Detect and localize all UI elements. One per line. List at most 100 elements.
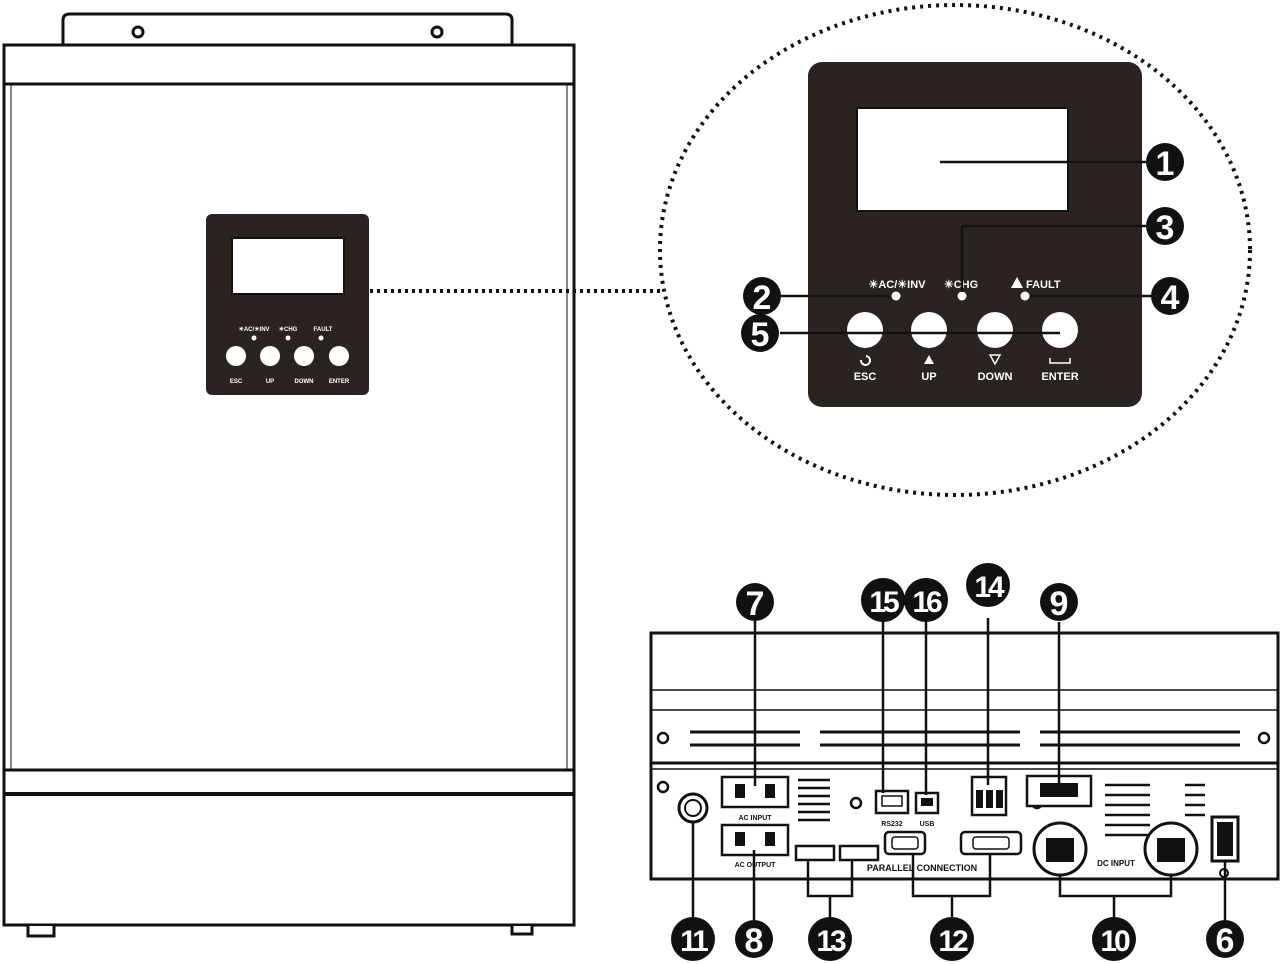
led-fault (1020, 291, 1030, 301)
current-share-port-left[interactable] (794, 844, 836, 862)
vent-slots-lower (798, 778, 1205, 837)
down-label-small: DOWN (295, 379, 314, 385)
up-label: UP (921, 371, 936, 383)
usb-port-inner (921, 798, 933, 806)
lcd-screen-small (231, 237, 345, 295)
dry-contact-slot-2 (986, 790, 993, 808)
svg-text:15: 15 (869, 586, 899, 619)
ac-output-slot-2 (765, 832, 775, 846)
front-leader-lines (780, 160, 1152, 335)
rs232-port-inner (881, 795, 903, 807)
svg-text:9: 9 (1050, 585, 1069, 623)
up-button[interactable] (911, 312, 947, 348)
rs232-port[interactable] (874, 789, 910, 815)
led-fault-small (318, 335, 324, 341)
svg-text:2: 2 (753, 279, 772, 317)
vent-slots-top (690, 730, 1240, 747)
front-control-panel-small: ☀AC/☀INV ☀CHG FAULT ESC UP DOWN ENTER (206, 214, 369, 395)
bracket-hole-right (430, 25, 444, 39)
callout-badge-15: 15 (861, 578, 905, 622)
esc-button[interactable] (847, 312, 883, 348)
svg-text:12: 12 (938, 925, 968, 958)
led-ac-inv-small (251, 335, 257, 341)
parallel-connection-label: PARALLEL CONNECTION (867, 863, 977, 873)
callout-badge-4: 4 (1151, 277, 1189, 317)
zoom-circle-dotted (658, 3, 1252, 497)
foot-right (510, 926, 534, 936)
enter-button-small[interactable] (329, 346, 349, 366)
usb-label: USB (920, 821, 935, 828)
svg-text:8: 8 (745, 922, 764, 960)
svg-text:14: 14 (974, 571, 1005, 604)
callout-badge-7: 7 (736, 583, 774, 623)
input-breaker-knob-inner (684, 799, 702, 817)
svg-text:16: 16 (912, 586, 942, 619)
screw-icon-ml (656, 780, 670, 794)
svg-text:5: 5 (751, 316, 770, 354)
callout-badge-10: 10 (1092, 917, 1136, 961)
callout-badge-8: 8 (735, 920, 773, 960)
current-share-port-right[interactable] (838, 844, 880, 862)
screw-icon-tr (1257, 731, 1271, 745)
callout-badge-3: 3 (1146, 207, 1184, 247)
ac-input-slot-2 (765, 784, 775, 798)
led-chg-small (285, 335, 291, 341)
esc-button-small[interactable] (226, 346, 246, 366)
enter-label: ENTER (1041, 371, 1078, 383)
callout-badge-13: 13 (808, 917, 852, 961)
callout-badge-12: 12 (930, 917, 974, 961)
callout-badge-11: 11 (671, 917, 715, 961)
led-label-ac-inv: ☀AC/☀INV (868, 279, 926, 291)
ac-output-slot-1 (735, 832, 745, 846)
svg-text:10: 10 (1100, 925, 1130, 958)
esc-label-small: ESC (230, 379, 243, 385)
led-label-fault: FAULT (1026, 279, 1061, 291)
led-ac-inv (891, 291, 901, 301)
screw-icon-tl (656, 731, 670, 745)
rs232-label: RS232 (881, 821, 903, 828)
svg-text:4: 4 (1161, 279, 1180, 317)
svg-text:7: 7 (746, 585, 765, 623)
esc-label: ESC (854, 371, 877, 383)
up-label-small: UP (266, 379, 274, 385)
dc-input-right-core (1157, 838, 1185, 862)
down-button-small[interactable] (294, 346, 314, 366)
ac-output-label: AC OUTPUT (735, 862, 777, 869)
output-terminal-9-slot (1040, 783, 1078, 797)
power-switch-rocker (1217, 822, 1233, 856)
led-label-ac-inv-small: ☀AC/☀INV (238, 326, 269, 333)
lcd-screen-zoom (856, 107, 1069, 212)
svg-text:1: 1 (1156, 145, 1175, 183)
callout-badge-1: 1 (1146, 143, 1184, 183)
callout-badge-2: 2 (743, 277, 781, 317)
enter-button[interactable] (1042, 312, 1078, 348)
ac-input-label: AC INPUT (738, 815, 772, 822)
mounting-bracket (61, 12, 514, 45)
dry-contact-slot-1 (976, 790, 983, 808)
screw-icon-mid (849, 796, 863, 810)
callout-badge-5: 5 (741, 314, 779, 354)
enter-icon (1049, 358, 1071, 364)
dc-input-left-core (1046, 838, 1074, 862)
down-button[interactable] (977, 312, 1013, 348)
up-arrow-icon (924, 355, 934, 364)
up-button-small[interactable] (260, 346, 280, 366)
down-arrow-icon (988, 354, 1002, 366)
parallel-port-left[interactable] (883, 830, 927, 856)
led-chg (957, 291, 967, 301)
inverter-front-view: ☀AC/☀INV ☀CHG FAULT ESC UP DOWN ENTER (2, 12, 576, 938)
parallel-port-right[interactable] (959, 830, 1023, 856)
callout-badge-6: 6 (1206, 920, 1244, 960)
inverter-rear-view: AC INPUT AC OUTPUT RS232 USB PARALLEL CO… (649, 631, 1280, 881)
front-control-panel-zoom: ☀AC/☀INV ☀CHG FAULT ESC UP DOWN ENTER (808, 62, 1142, 407)
warning-triangle-icon (1011, 277, 1023, 288)
esc-return-icon (860, 355, 871, 366)
svg-text:6: 6 (1216, 922, 1235, 960)
callout-badge-16: 16 (904, 578, 948, 622)
ac-input-slot-1 (735, 784, 745, 798)
led-label-fault-small: FAULT (314, 327, 333, 333)
foot-left (26, 926, 56, 938)
parallel-port-left-inner (891, 836, 919, 850)
dry-contact-slot-3 (996, 790, 1003, 808)
